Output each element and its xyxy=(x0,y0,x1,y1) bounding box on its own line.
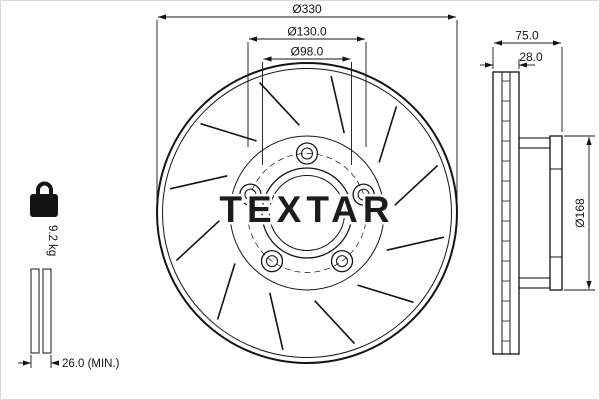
vent-vane-lines xyxy=(502,80,510,342)
hat-top-wall xyxy=(518,137,551,149)
hat-edge-circle xyxy=(229,135,385,291)
hat-face-lower xyxy=(549,256,563,291)
ext-lines-bolt-circle xyxy=(247,42,367,147)
center-bore-chamfer xyxy=(269,175,345,251)
friction-ring-right-cheek xyxy=(509,71,520,355)
min-thickness-view: 26.0 (MIN.) xyxy=(18,268,120,370)
dim-center-bore: Ø98.0 xyxy=(291,45,324,59)
min-section-left-bar xyxy=(30,268,40,354)
bolt-holes xyxy=(239,142,375,273)
hat-face-upper xyxy=(549,135,563,170)
front-view-dimensions: Ø330 Ø130.0 Ø98.0 xyxy=(156,2,458,206)
hat-bore-edges xyxy=(550,168,562,258)
front-view: TEXTAR xyxy=(156,62,458,364)
disc-outer-ring xyxy=(162,68,452,358)
min-thickness-label: 26.0 (MIN.) xyxy=(62,358,120,370)
weight-icon-handle xyxy=(36,181,53,195)
disc-outer-edge xyxy=(156,62,458,364)
side-view xyxy=(492,71,563,355)
weight-label: 9.2 kg xyxy=(46,225,58,256)
brand-logo: TEXTAR xyxy=(219,189,394,230)
weight-icon xyxy=(30,194,58,217)
ext-lines-hat-diameter xyxy=(564,135,595,291)
hat-face-outline xyxy=(549,135,563,291)
friction-ring-outline xyxy=(492,71,520,355)
dim-disc-thickness: 28.0 xyxy=(519,50,543,64)
bolt-circle xyxy=(247,153,367,273)
friction-ring-left-cheek xyxy=(492,71,503,355)
hat-bottom-wall xyxy=(518,277,551,289)
disc-slots xyxy=(169,75,445,351)
dim-total-width: 75.0 xyxy=(515,29,539,43)
ext-lines-outer-diameter xyxy=(156,20,458,206)
ext-lines-center-bore xyxy=(262,62,352,165)
dim-bolt-circle: Ø130.0 xyxy=(287,25,327,39)
ext-lines-min-thickness xyxy=(30,355,52,368)
min-section-right-bar xyxy=(42,268,52,354)
dim-hat-diameter: Ø168 xyxy=(573,198,587,228)
side-view-dimensions: 75.0 28.0 Ø168 xyxy=(480,29,595,291)
dim-outer-diameter: Ø330 xyxy=(292,2,322,16)
center-bore xyxy=(261,167,353,259)
weight-symbol: 9.2 kg xyxy=(30,181,58,256)
